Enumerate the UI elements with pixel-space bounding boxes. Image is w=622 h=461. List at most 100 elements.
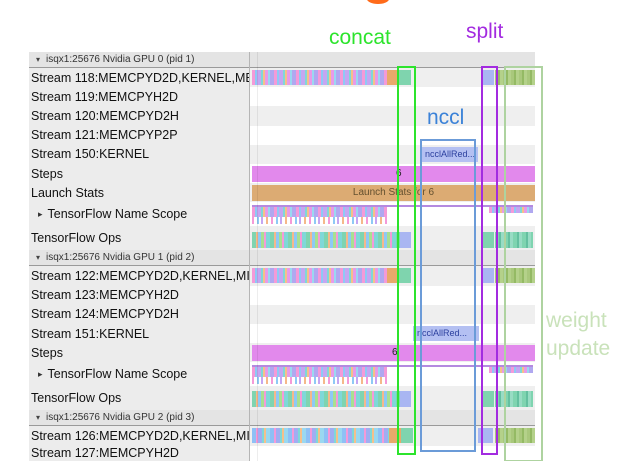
row-stream-126: Stream 126:MEMCPYD2D,KERNEL,MI: [0, 426, 622, 446]
time-gridline: [257, 52, 258, 461]
chevron-down-icon[interactable]: ▾: [36, 55, 41, 64]
chevron-down-icon[interactable]: ▾: [36, 253, 41, 263]
name-scope-span[interactable]: [252, 205, 533, 208]
name-scope-events-right[interactable]: [489, 367, 533, 374]
row-stream-120: Stream 120:MEMCPYD2H: [0, 106, 622, 126]
row-label-launch-stats: Launch Stats: [29, 183, 249, 203]
row-stream-151: Stream 151:KERNEL ncclAllRed...: [0, 324, 622, 344]
row-tf-name-scope-gpu1: ▸ TensorFlow Name Scope: [0, 362, 622, 387]
name-scope-span[interactable]: [252, 365, 533, 368]
row-stream-122: Stream 122:MEMCPYD2D,KERNEL,MI: [0, 266, 622, 286]
split-event-segment[interactable]: [481, 70, 494, 85]
split-event-segment[interactable]: [481, 268, 494, 284]
row-track: ncclAllRed...: [250, 324, 535, 344]
row-stream-118: Stream 118:MEMCPYD2D,KERNEL,ME: [0, 68, 622, 88]
row-label-stream-122: Stream 122:MEMCPYD2D,KERNEL,MI: [29, 266, 249, 286]
row-track: [250, 226, 535, 251]
row-stream-127: Stream 127:MEMCPYH2D: [0, 445, 622, 461]
nccl-allreduce-event[interactable]: ncclAllRed...: [413, 326, 479, 341]
row-label-stream-151: Stream 151:KERNEL: [29, 324, 249, 344]
weight-update-annotation-box: [504, 66, 543, 461]
name-scope-events-bar[interactable]: [252, 367, 387, 378]
name-scope-events-right[interactable]: [489, 207, 533, 214]
label-track-divider[interactable]: [249, 52, 250, 461]
row-label-stream-120: Stream 120:MEMCPYD2H: [29, 106, 249, 126]
row-label-stream-127: Stream 127:MEMCPYH2D: [29, 445, 249, 461]
row-label-tf-name-scope[interactable]: ▸ TensorFlow Name Scope: [29, 362, 249, 387]
orange-letter-fragment: [367, 0, 389, 4]
row-label-tf-ops: TensorFlow Ops: [29, 386, 249, 411]
row-steps-gpu1: Steps 6: [0, 343, 622, 363]
name-scope-events-ragged[interactable]: [252, 217, 387, 225]
event-segment[interactable]: [483, 232, 494, 249]
row-label-stream-121: Stream 121:MEMCPYP2P: [29, 125, 249, 145]
row-track: 6: [250, 343, 535, 363]
tf-ops-events-bar[interactable]: [252, 232, 400, 249]
section-header-label: isqx1:25676 Nvidia GPU 1 (pid 2): [46, 252, 195, 264]
section-header-label: isqx1:25676 Nvidia GPU 0 (pid 1): [46, 54, 195, 65]
launch-stats-bar[interactable]: Launch Stats for 6: [252, 184, 535, 202]
row-track: [250, 362, 535, 387]
row-stream-124: Stream 124:MEMCPYD2H: [0, 304, 622, 324]
event-segment[interactable]: [387, 70, 399, 85]
row-label-steps: Steps: [29, 343, 249, 363]
kernel-events-bar[interactable]: [252, 268, 387, 284]
row-track: [250, 304, 535, 324]
row-stream-123: Stream 123:MEMCPYH2D: [0, 285, 622, 305]
row-track: [250, 285, 535, 305]
concat-event-segment[interactable]: [399, 70, 411, 85]
chevron-down-icon[interactable]: ▾: [36, 413, 41, 423]
section-header-gpu1[interactable]: ▾ isqx1:25676 Nvidia GPU 1 (pid 2): [29, 250, 535, 267]
row-label-tf-ops: TensorFlow Ops: [29, 226, 249, 251]
row-stream-119: Stream 119:MEMCPYH2D: [0, 87, 622, 107]
name-scope-events-ragged[interactable]: [252, 377, 387, 385]
concat-annotation-label: concat: [329, 26, 391, 49]
concat-event-segment[interactable]: [399, 268, 411, 284]
event-segment[interactable]: [400, 232, 411, 249]
section-header-gpu0[interactable]: ▾ isqx1:25676 Nvidia GPU 0 (pid 1): [29, 52, 535, 68]
row-steps-gpu0: Steps 6: [0, 164, 622, 184]
row-track: [250, 106, 535, 126]
chevron-right-icon[interactable]: ▸: [38, 208, 43, 219]
row-label-stream-119: Stream 119:MEMCPYH2D: [29, 87, 249, 107]
row-track: [250, 202, 535, 227]
name-scope-events-bar[interactable]: [252, 207, 387, 218]
concat-event-segment[interactable]: [401, 428, 413, 444]
nccl-annotation-label: nccl: [427, 106, 465, 129]
row-label-stream-118: Stream 118:MEMCPYD2D,KERNEL,ME: [29, 68, 249, 88]
row-label-tf-name-scope[interactable]: ▸ TensorFlow Name Scope: [29, 202, 249, 227]
row-track: [250, 445, 535, 461]
chevron-right-icon[interactable]: ▸: [38, 368, 43, 379]
row-label-stream-124: Stream 124:MEMCPYD2H: [29, 304, 249, 324]
row-label-stream-126: Stream 126:MEMCPYD2D,KERNEL,MI: [29, 426, 249, 446]
row-track: 6: [250, 164, 535, 184]
event-segment[interactable]: [387, 268, 399, 284]
tf-ops-events-bar[interactable]: [252, 391, 400, 408]
event-segment[interactable]: [483, 391, 494, 408]
kernel-events-bar[interactable]: [252, 428, 389, 444]
event-segment[interactable]: [400, 391, 411, 408]
concat-annotation-box: [397, 66, 416, 455]
row-track: [250, 386, 535, 411]
section-header-label: isqx1:25676 Nvidia GPU 2 (pid 3): [46, 412, 195, 424]
row-track: [250, 266, 535, 286]
section-header-gpu2[interactable]: ▾ isqx1:25676 Nvidia GPU 2 (pid 3): [29, 410, 535, 427]
row-stream-150: Stream 150:KERNEL ncclAllRed...: [0, 144, 622, 164]
kernel-events-bar[interactable]: [252, 70, 387, 85]
row-launch-stats: Launch Stats Launch Stats for 6: [0, 183, 622, 203]
weight-update-annotation-label: weight update: [546, 309, 611, 360]
steps-bar[interactable]: 6: [252, 344, 535, 362]
nccl-allreduce-event[interactable]: ncclAllRed...: [421, 146, 478, 162]
split-annotation-box: [481, 66, 498, 455]
row-label-steps: Steps: [29, 164, 249, 184]
row-track: [250, 87, 535, 107]
row-track: Launch Stats for 6: [250, 183, 535, 203]
row-tf-ops-gpu1: TensorFlow Ops: [0, 386, 622, 411]
row-track: ncclAllRed...: [250, 144, 535, 164]
row-tf-name-scope-gpu0: ▸ TensorFlow Name Scope: [0, 202, 622, 227]
row-label-stream-123: Stream 123:MEMCPYH2D: [29, 285, 249, 305]
split-annotation-label: split: [466, 20, 504, 43]
row-label-stream-150: Stream 150:KERNEL: [29, 144, 249, 164]
step-number: 6: [392, 346, 398, 358]
